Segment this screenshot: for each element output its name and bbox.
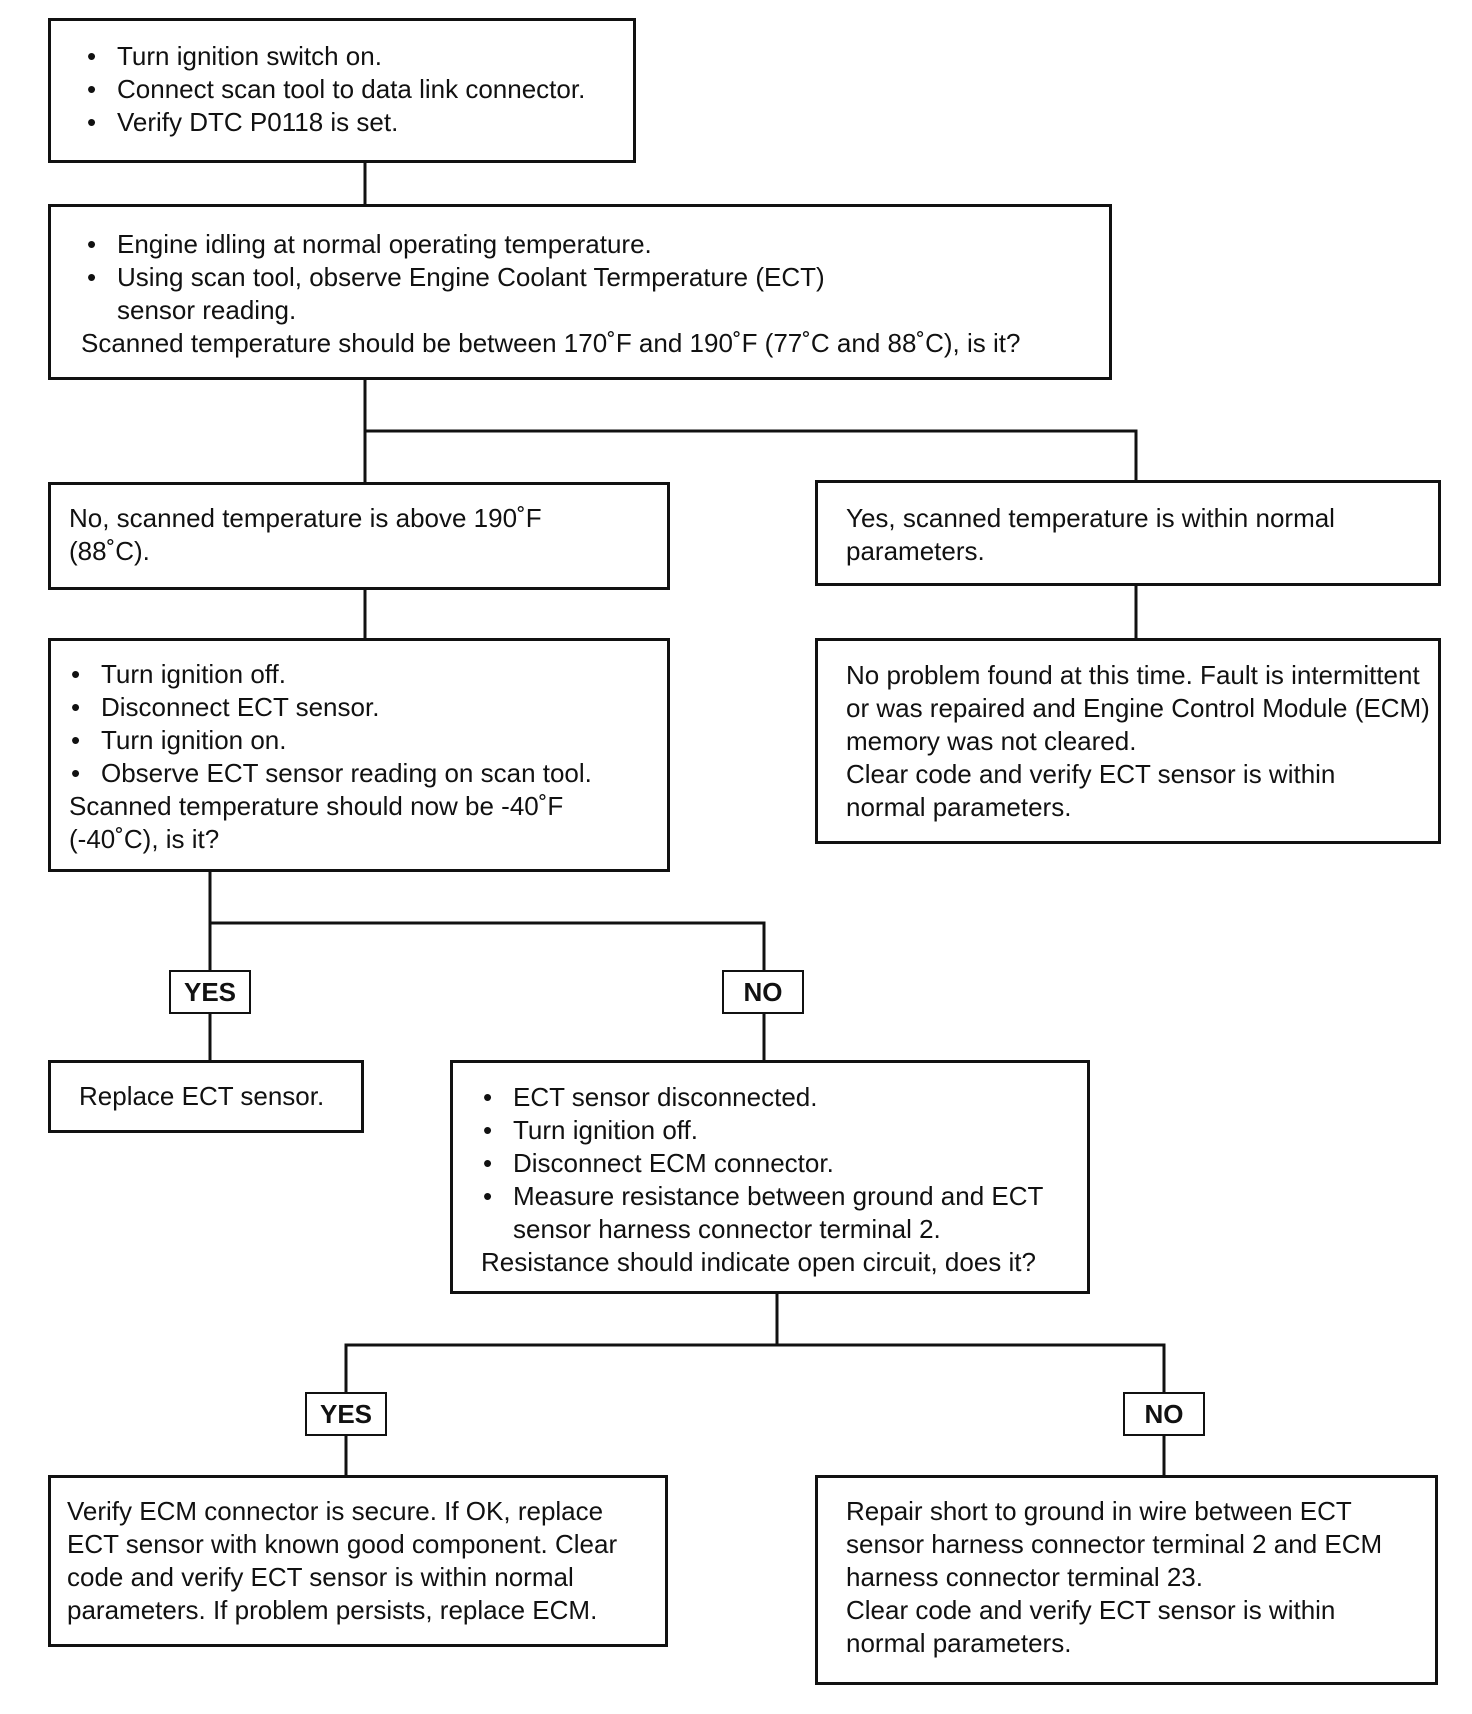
branch-yes-normal-text: Yes, scanned temperature is within norma…	[846, 503, 1335, 566]
step4-list: ECT sensor disconnected. Turn ignition o…	[481, 1081, 1073, 1246]
step3-box: Turn ignition off. Disconnect ECT sensor…	[48, 638, 670, 872]
list-item: Disconnect ECM connector.	[481, 1147, 1073, 1180]
yes-label-1: YES	[169, 970, 251, 1014]
list-item: Turn ignition on.	[69, 724, 651, 757]
connector-step4-branches	[344, 1343, 1166, 1483]
result-replace-sensor-text: Replace ECT sensor.	[79, 1081, 325, 1111]
list-item: Turn ignition off.	[481, 1114, 1073, 1147]
connector-split-yes	[365, 429, 1138, 481]
result-no-problem-text: No problem found at this time. Fault is …	[846, 660, 1430, 756]
list-item: Verify DTC P0118 is set.	[85, 106, 605, 139]
step4-question: Resistance should indicate open circuit,…	[481, 1247, 1036, 1277]
step1-list: Turn ignition switch on. Connect scan to…	[85, 40, 605, 139]
result-repair-short-text2: Clear code and verify ECT sensor is with…	[846, 1595, 1336, 1658]
yes-label-2: YES	[305, 1392, 387, 1436]
step3-question: Scanned temperature should now be -40˚F …	[69, 791, 564, 854]
result-no-problem-text2: Clear code and verify ECT sensor is with…	[846, 759, 1336, 822]
list-item: Measure resistance between ground and EC…	[481, 1180, 1073, 1246]
list-item: Disconnect ECT sensor.	[69, 691, 651, 724]
branch-no-high-box: No, scanned temperature is above 190˚F (…	[48, 482, 670, 590]
result-repair-short-box: Repair short to ground in wire between E…	[815, 1475, 1438, 1685]
connector-step3-no	[210, 921, 766, 1061]
step1-box: Turn ignition switch on. Connect scan to…	[48, 18, 636, 163]
list-item: Engine idling at normal operating temper…	[85, 228, 1081, 261]
no-label-1: NO	[722, 970, 804, 1014]
result-verify-ecm-text: Verify ECM connector is secure. If OK, r…	[67, 1496, 618, 1625]
result-no-problem-box: No problem found at this time. Fault is …	[815, 638, 1441, 844]
branch-yes-normal-box: Yes, scanned temperature is within norma…	[815, 480, 1441, 586]
list-item: ECT sensor disconnected.	[481, 1081, 1073, 1114]
list-item: Connect scan tool to data link connector…	[85, 73, 605, 106]
step2-question: Scanned temperature should be between 17…	[81, 328, 1021, 358]
step4-box: ECT sensor disconnected. Turn ignition o…	[450, 1060, 1090, 1294]
list-item: Observe ECT sensor reading on scan tool.	[69, 757, 651, 790]
step2-box: Engine idling at normal operating temper…	[48, 204, 1112, 380]
list-item: Turn ignition switch on.	[85, 40, 605, 73]
list-item: Turn ignition off.	[69, 658, 651, 691]
no-label-2: NO	[1123, 1392, 1205, 1436]
branch-no-high-text: No, scanned temperature is above 190˚F (…	[69, 503, 542, 566]
list-item: Using scan tool, observe Engine Coolant …	[85, 261, 897, 327]
step2-list: Engine idling at normal operating temper…	[81, 228, 1081, 327]
result-repair-short-text: Repair short to ground in wire between E…	[846, 1496, 1383, 1592]
result-verify-ecm-box: Verify ECM connector is secure. If OK, r…	[48, 1475, 668, 1647]
result-replace-sensor-box: Replace ECT sensor.	[48, 1060, 364, 1133]
step3-list: Turn ignition off. Disconnect ECT sensor…	[69, 658, 651, 790]
